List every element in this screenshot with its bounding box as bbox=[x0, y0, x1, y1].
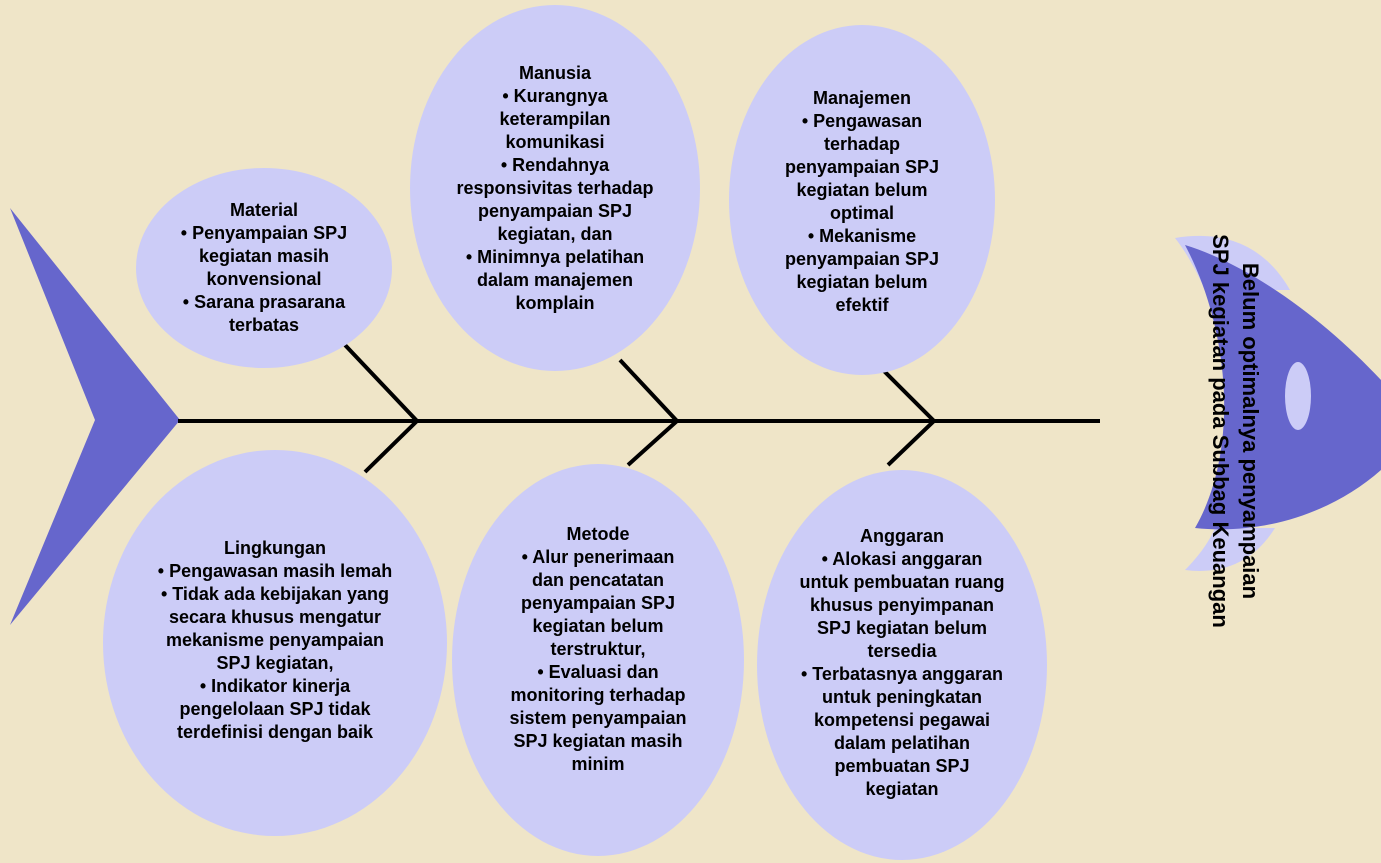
cause-material-item: kegiatan masih bbox=[198, 246, 330, 266]
cause-metode: Metode • Alur penerimaan dan pencatatan … bbox=[458, 496, 738, 802]
cause-anggaran-item: khusus penyimpanan bbox=[809, 595, 995, 615]
cause-metode-item: kegiatan belum bbox=[532, 615, 664, 636]
cause-metode-item: terstruktur, bbox=[550, 638, 646, 659]
bone-manusia bbox=[618, 358, 680, 467]
cause-lingkungan-item: terdefinisi dengan baik bbox=[176, 721, 374, 742]
cause-metode-title: Metode bbox=[566, 523, 630, 544]
bubble-material-shape bbox=[136, 168, 392, 368]
cause-anggaran-item: pembuatan SPJ bbox=[834, 756, 970, 776]
cause-manusia-item: responsivitas terhadap bbox=[456, 177, 654, 198]
cause-material-item: • Penyampaian SPJ bbox=[180, 223, 348, 243]
bubble-lingkungan-shape bbox=[103, 450, 447, 836]
cause-lingkungan: Lingkungan • Pengawasan masih lemah • Ti… bbox=[103, 509, 447, 771]
cause-metode-item: SPJ kegiatan masih bbox=[513, 730, 683, 751]
cause-manusia-item: • Rendahnya bbox=[500, 154, 610, 175]
cause-manusia-item: kegiatan, dan bbox=[497, 223, 613, 244]
cause-anggaran-item: kompetensi pegawai bbox=[813, 710, 991, 730]
bubble-manusia-shape bbox=[410, 5, 700, 371]
cause-manusia-item: komunikasi bbox=[505, 131, 605, 152]
cause-material-item: terbatas bbox=[228, 315, 300, 335]
bone-material bbox=[343, 343, 420, 474]
cause-material-item: konvensional bbox=[206, 269, 322, 289]
cause-lingkungan-item: mekanisme penyampaian bbox=[165, 629, 385, 650]
cause-anggaran-item: kegiatan bbox=[865, 779, 939, 799]
cause-manusia-item: keterampilan bbox=[499, 108, 611, 129]
cause-metode-item: penyampaian SPJ bbox=[520, 592, 676, 613]
cause-anggaran-title: Anggaran bbox=[859, 526, 944, 546]
fish-head bbox=[1185, 245, 1381, 530]
cause-manusia: Manusia • Kurangnya keterampilan komunik… bbox=[410, 35, 700, 341]
cause-lingkungan-item: pengelolaan SPJ tidak bbox=[179, 698, 371, 719]
problem-statement-line-1: Belum optimalnya penyampaian bbox=[1238, 262, 1263, 600]
cause-anggaran-item: • Terbatasnya anggaran bbox=[800, 664, 1004, 684]
cause-material-title: Material bbox=[229, 200, 299, 220]
cause-manajemen-item: • Pengawasan bbox=[801, 111, 923, 131]
problem-statement-line-2: SPJ kegiatan pada Subbag Keuangan bbox=[1208, 234, 1233, 628]
cause-manusia-item: dalam manajemen bbox=[476, 269, 634, 290]
cause-metode-item: • Alur penerimaan bbox=[521, 546, 675, 567]
bubble-manajemen-shape bbox=[729, 25, 995, 375]
fish-eye bbox=[1285, 362, 1311, 430]
cause-anggaran-item: untuk peningkatan bbox=[821, 687, 982, 707]
cause-metode-item: minim bbox=[571, 753, 625, 774]
cause-anggaran: Anggaran • Alokasi anggaran untuk pembua… bbox=[762, 497, 1042, 829]
cause-manajemen-item: kegiatan belum bbox=[796, 272, 928, 292]
bubble-anggaran-shape bbox=[757, 470, 1047, 860]
cause-material-item: • Sarana prasarana bbox=[182, 292, 346, 312]
cause-manajemen-item: penyampaian SPJ bbox=[784, 157, 940, 177]
fish-head-fin-bottom bbox=[1185, 528, 1275, 571]
cause-manajemen-item: penyampaian SPJ bbox=[784, 249, 940, 269]
cause-anggaran-item: SPJ kegiatan belum bbox=[816, 618, 988, 638]
cause-manajemen-item: kegiatan belum bbox=[796, 180, 928, 200]
cause-manajemen: Manajemen • Pengawasan terhadap penyampa… bbox=[729, 61, 995, 343]
cause-metode-item: • Evaluasi dan bbox=[537, 661, 659, 682]
cause-anggaran-item: • Alokasi anggaran bbox=[821, 549, 983, 569]
bubble-metode-shape bbox=[452, 464, 744, 856]
cause-lingkungan-item: • Tidak ada kebijakan yang bbox=[160, 583, 390, 604]
cause-lingkungan-title: Lingkungan bbox=[224, 537, 326, 558]
problem-statement-text: Belum optimalnya penyampaian SPJ kegiata… bbox=[1205, 234, 1265, 628]
cause-manajemen-item: • Mekanisme bbox=[807, 226, 917, 246]
cause-manusia-item: penyampaian SPJ bbox=[477, 200, 633, 221]
cause-metode-item: sistem penyampaian bbox=[509, 707, 687, 728]
fish-tail bbox=[10, 208, 180, 625]
cause-manusia-item: komplain bbox=[515, 292, 595, 313]
cause-metode-item: dan pencatatan bbox=[531, 569, 665, 590]
cause-anggaran-item: untuk pembuatan ruang bbox=[799, 572, 1005, 592]
cause-lingkungan-item: SPJ kegiatan, bbox=[216, 652, 334, 673]
cause-manusia-item: • Minimnya pelatihan bbox=[465, 246, 645, 267]
cause-lingkungan-item: • Indikator kinerja bbox=[199, 675, 351, 696]
cause-anggaran-item: tersedia bbox=[867, 641, 937, 661]
cause-manajemen-item: efektif bbox=[835, 295, 889, 315]
cause-metode-item: monitoring terhadap bbox=[510, 684, 686, 705]
cause-manajemen-item: optimal bbox=[829, 203, 894, 223]
cause-lingkungan-item: • Pengawasan masih lemah bbox=[157, 560, 393, 581]
cause-manusia-item: • Kurangnya bbox=[502, 85, 608, 106]
cause-lingkungan-item: secara khusus mengatur bbox=[168, 606, 382, 627]
cause-material: Material • Penyampaian SPJ kegiatan masi… bbox=[139, 168, 389, 368]
cause-manusia-title: Manusia bbox=[518, 62, 592, 83]
bone-manajemen bbox=[876, 363, 937, 467]
cause-manajemen-item: terhadap bbox=[823, 134, 901, 154]
cause-manajemen-title: Manajemen bbox=[812, 88, 912, 108]
cause-anggaran-item: dalam pelatihan bbox=[833, 733, 971, 753]
